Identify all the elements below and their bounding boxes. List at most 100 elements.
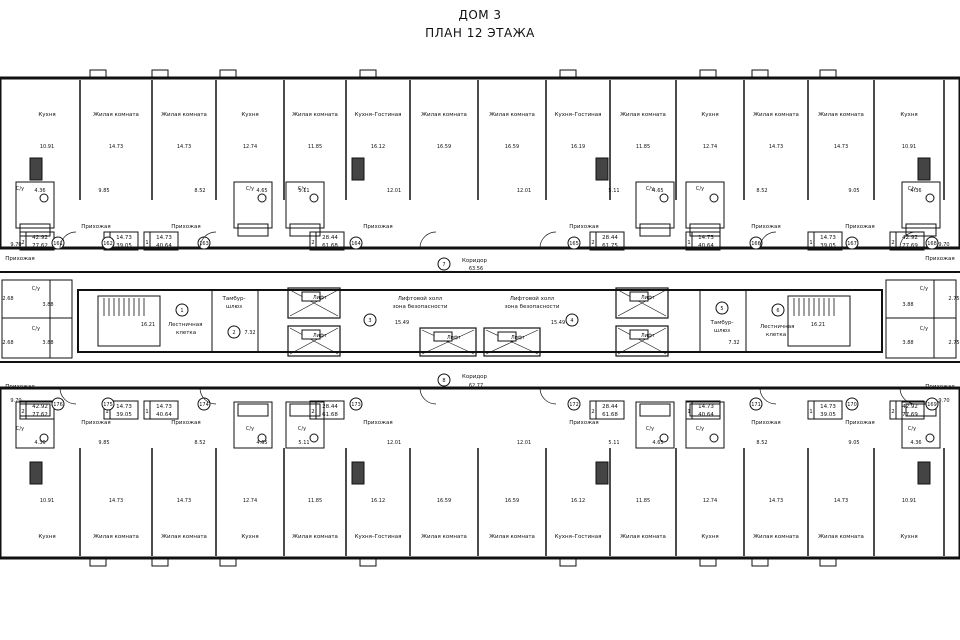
bottom_row-room-label-1: Жилая комната [93,534,139,540]
top_row-room-label-7: Жилая комната [489,112,535,118]
stair-left-area: 16.21 [141,322,155,328]
bottom_row-room-area-8: 16.12 [571,498,585,504]
top-bathroom-4 [685,181,725,229]
lift-1-diag-b [289,289,339,317]
bottom_row-room-label-8: Кухня–Гостиная [555,534,602,540]
top-small-area-9: 8.52 [756,188,767,194]
bottom_row-apt-total-6: 39.05 [820,412,836,418]
bottom_row-room-label-13: Кухня [900,534,917,540]
top-wc-label-4: С/у [696,186,704,192]
bottom_row-room-area-2: 14.73 [177,498,191,504]
bottom-toilet-5 [925,433,935,443]
bottom-door-swing-4 [759,387,777,405]
vestibule-left-label-1: Тамбур- [221,296,245,302]
bottom_row-apt-no-4: 172 [569,402,579,408]
bottom_row-apt-no-0: 176 [53,402,63,408]
lift-4-label-bg [629,329,649,340]
bottom_row-apt-rooms-4: 2 [591,409,595,415]
window-top-3 [359,69,377,79]
vestibule-left-num: 2 [232,330,235,336]
bottom-small-area-4: 5.11 [298,440,309,446]
bottom-wc-label-1: С/у [246,426,254,432]
top_row-room-label-6: Жилая комната [421,112,467,118]
top_row-apt-rooms-6: 1 [809,240,813,246]
lift-5-label-bg [433,331,453,342]
top_row-room-area-6: 16.59 [437,144,451,150]
bottom-bathtub-1 [237,403,269,417]
bottom_row-room-area-3: 12.74 [243,498,257,504]
top_row-apt-no-3: 164 [351,241,361,247]
top_row-apt-box-3 [309,231,345,251]
stair-left-box [97,295,161,347]
top-stove-1 [351,157,365,181]
top_row-apt-no-5: 166 [751,241,761,247]
top-wc-label-5: С/у [908,186,916,192]
bottom_row-apt-circle-3 [349,397,363,411]
top-toilet-0 [39,193,49,203]
top_row-room-area-3: 12.74 [243,144,257,150]
side-left-area-3: 3.88 [42,302,53,308]
top_row-room-area-10: 12.74 [703,144,717,150]
side-right-area-1: 2.75 [948,296,959,302]
bottom-hall-label-5: Прихожая [845,420,874,426]
top_row-apt-circle-1 [101,236,115,250]
bottom_row-apt-circle-6 [845,397,859,411]
top_row-apt-box-7 [889,231,925,251]
lift-hall-left-label-2: зона безопасности [393,304,448,310]
top-bathtub-1 [237,223,269,237]
corridor-bottom-label: Коридор [462,374,488,380]
side-left-area-1: 2.68 [2,296,13,302]
top_row-apt-living-0: 42.92 [32,235,48,241]
bottom-stove-2 [595,461,609,485]
lift-6-label: Лифт [511,335,525,341]
stair-left-num: 1 [180,308,183,314]
top_row-apt-rooms-3: 2 [311,240,315,246]
bottom-small-area-8: 4.65 [652,440,663,446]
bottom_row-apt-rooms-5: 1 [687,409,691,415]
top-bathtub-4 [689,223,721,237]
side-left-wc-1: С/у [32,286,40,292]
bottom_row-apt-box-5 [685,400,721,420]
top_row-apt-circle-3 [349,236,363,250]
vestibule-right-area: 7.32 [728,340,739,346]
lift-5-diag-b [421,329,475,355]
bottom_row-room-label-12: Жилая комната [818,534,864,540]
lift-4-shaft [615,325,669,357]
side-right-area-2: 2.75 [948,340,959,346]
stair-right-box [787,295,851,347]
top_row-apt-no-4: 165 [569,241,579,247]
window-top-4 [559,69,577,79]
window-bottom-2 [219,557,237,567]
bottom-bathroom-2 [285,401,325,449]
stair-left-label-2: клетка [176,330,196,336]
top-small-area-1: 9.85 [98,188,109,194]
top_row-room-label-3: Кухня [241,112,258,118]
bottom-hall-label-0: Прихожая [81,420,110,426]
lift-hall-left-circle [363,313,377,327]
bottom_row-apt-rooms-0: 2 [21,409,25,415]
bottom_row-apt-box-6 [807,400,843,420]
top-bathroom-1 [233,181,273,229]
top_row-room-area-0: 10.91 [40,144,54,150]
top_row-apt-circle-0 [51,236,65,250]
window-top-1 [151,69,169,79]
vestibule-left-label-2: шлюз [226,304,242,310]
side-right-hall-top: Прихожая [925,256,954,262]
bottom-small-area-11: 4.36 [910,440,921,446]
lift-hall-right-area: 15.49 [551,320,565,326]
top-bathtub-3 [639,223,671,237]
top_row-apt-rooms-7: 2 [891,240,895,246]
bottom-small-area-10: 9.05 [848,440,859,446]
bottom_row-apt-rooms-3: 2 [311,409,315,415]
bottom-wc-label-0: С/у [16,426,24,432]
lift-2-shaft [287,325,341,357]
top-hall-label-3: Прихожая [569,224,598,230]
top_row-apt-living-3: 28.44 [322,235,338,241]
top-door-swing-5 [899,231,917,249]
vestibule-right-label-2: шлюз [714,328,730,334]
bottom-small-area-1: 9.85 [98,440,109,446]
side-block-left [1,279,73,359]
top_row-apt-rooms-5: 1 [687,240,691,246]
lift-4-diag-b [617,327,667,355]
top-door-swing-4 [759,231,777,249]
